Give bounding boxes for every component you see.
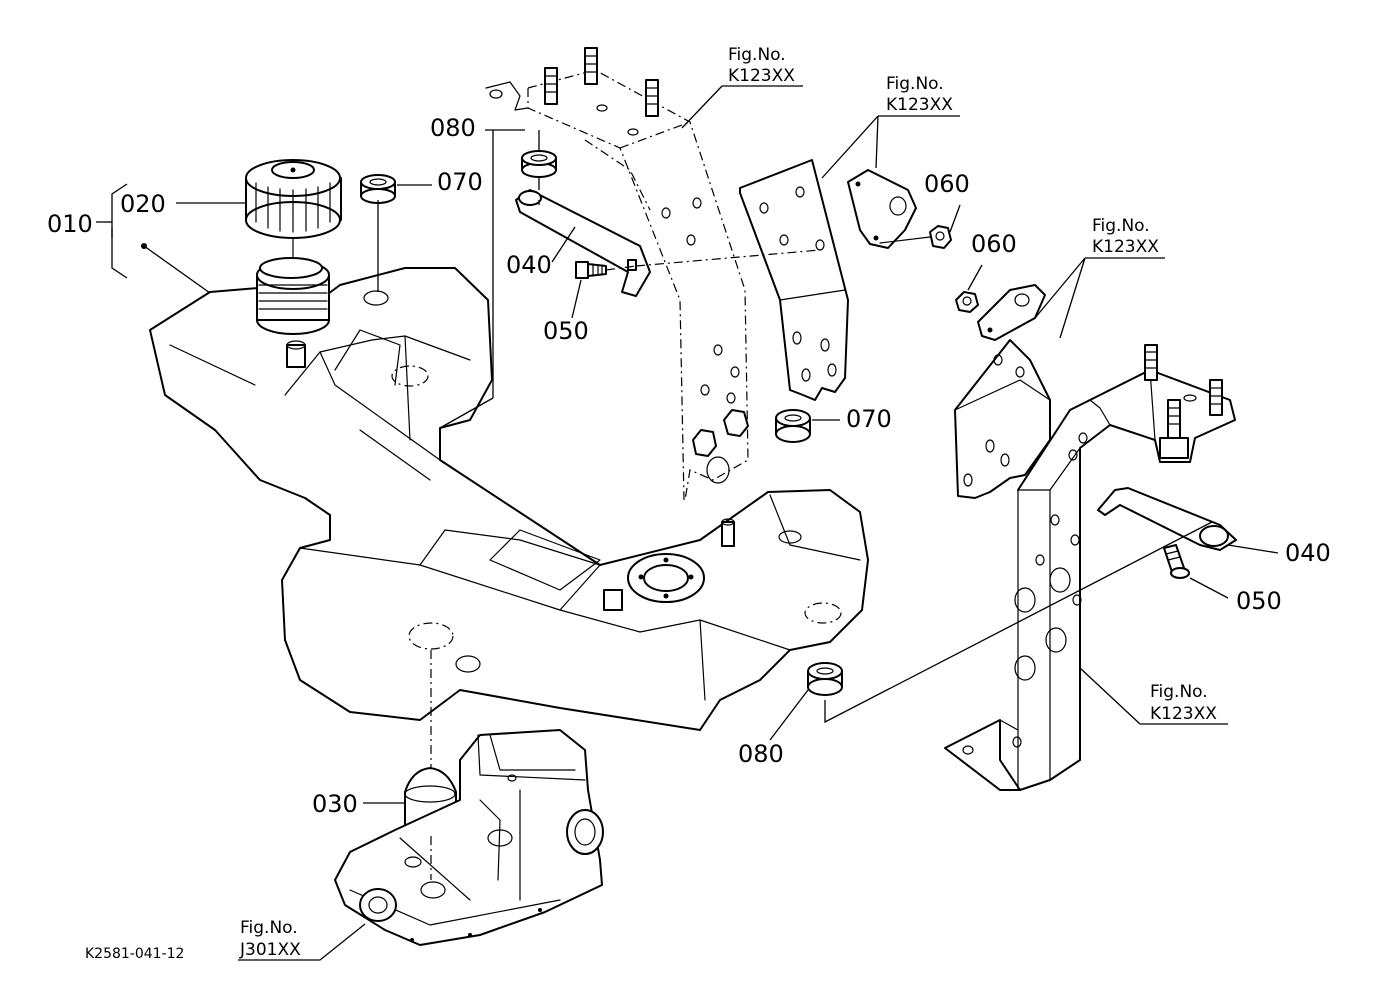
nut-060-lower bbox=[955, 291, 979, 313]
label-080-upper: 080 bbox=[430, 114, 476, 142]
fig-ref-e: J301XX bbox=[239, 940, 301, 960]
label-030: 030 bbox=[312, 790, 358, 818]
diagram-code: K2581-041-12 bbox=[85, 946, 184, 962]
fig-ref-a: K123XX bbox=[728, 66, 795, 86]
fig-label-d: Fig.No. bbox=[1150, 682, 1208, 702]
leader-lines bbox=[96, 85, 1279, 961]
label-060-upper: 060 bbox=[924, 170, 970, 198]
transmission-housing bbox=[334, 729, 604, 946]
label-070-right: 070 bbox=[846, 405, 892, 433]
rubber-mount-070-right bbox=[775, 409, 811, 443]
fig-ref-d: K123XX bbox=[1150, 704, 1217, 724]
label-040-left: 040 bbox=[506, 251, 552, 279]
right-frame-bracket bbox=[944, 344, 1236, 791]
right-mount-plate bbox=[954, 339, 1051, 499]
rubber-mount-070-left bbox=[360, 174, 396, 204]
fig-label-b: Fig.No. bbox=[886, 74, 944, 94]
bolt-050-left bbox=[575, 261, 637, 279]
part-labels: 010 020 030 040 040 050 050 060 060 070 … bbox=[47, 114, 1331, 818]
fuel-cap bbox=[245, 159, 342, 259]
label-080-lower: 080 bbox=[738, 740, 784, 768]
right-small-plate bbox=[977, 284, 1046, 341]
label-050-right: 050 bbox=[1236, 587, 1282, 615]
fig-label-e: Fig.No. bbox=[240, 918, 298, 938]
label-010: 010 bbox=[47, 210, 93, 238]
bolt-050-right bbox=[1163, 544, 1190, 579]
label-070-left: 070 bbox=[437, 168, 483, 196]
fig-ref-b: K123XX bbox=[886, 95, 953, 115]
left-frame-bracket bbox=[485, 47, 749, 501]
label-050-left: 050 bbox=[543, 317, 589, 345]
label-040-right: 040 bbox=[1285, 539, 1331, 567]
tank-strap-040-left bbox=[515, 189, 651, 297]
spacer-080-lower bbox=[807, 662, 843, 696]
spacer-080-upper bbox=[521, 150, 557, 178]
small-bracket-plate bbox=[847, 169, 917, 249]
fig-label-c: Fig.No. bbox=[1092, 216, 1150, 236]
fig-ref-c: K123XX bbox=[1092, 237, 1159, 257]
center-mount-plate bbox=[739, 159, 849, 401]
fuel-tank bbox=[141, 243, 869, 731]
figure-references: Fig.No. K123XX Fig.No. K123XX Fig.No. K1… bbox=[239, 45, 1217, 960]
label-060-lower: 060 bbox=[971, 230, 1017, 258]
tank-strap-040-right bbox=[1097, 487, 1237, 551]
fig-label-a: Fig.No. bbox=[728, 45, 786, 65]
nut-060-upper bbox=[929, 225, 952, 249]
label-020: 020 bbox=[120, 190, 166, 218]
